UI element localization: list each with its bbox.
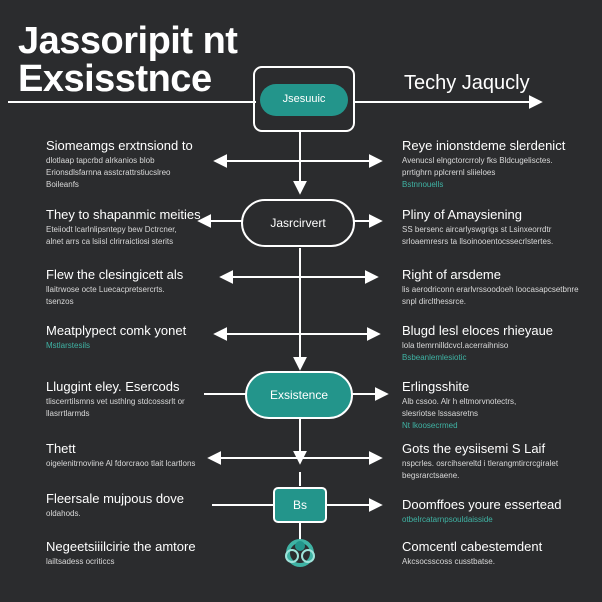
right-entry-5-teal-line: Nt lkoosecrmed	[402, 421, 458, 430]
right-entry-6-line-1: nspcrles. osrcihsereltd i tlerangmtircrc…	[402, 459, 559, 468]
right-entry-4: Blugd lesl eloces rhieyaue lola tlemrnil…	[402, 323, 592, 364]
right-entry-1-line-1: Avenucsl elngctorcrroly fks Bldcugelisct…	[402, 156, 553, 165]
left-entry-5-line-1: tliscerrtilsmns vet usthlng stdcosssrlt …	[46, 397, 185, 406]
top-node-frame	[253, 66, 355, 132]
left-entry-2-title: They to shapanmic meities	[46, 207, 201, 222]
right-entry-3: Right of arsdeme lis aerodriconn erarlvr…	[402, 267, 592, 308]
top-node-label: Jsesuuic	[282, 93, 326, 105]
left-entry-3-line-2: tsenzos	[46, 297, 74, 306]
right-entry-8-line-1: Akcsocsscoss cusstbatse.	[402, 557, 495, 566]
right-entry-7: Doomffoes youre essertead otbelrcatarnps…	[402, 497, 592, 526]
right-entry-3-title: Right of arsdeme	[402, 267, 501, 282]
right-entry-2-line-1: SS bersenc aircarlyswgrigs st Lsinxeorrd…	[402, 225, 552, 234]
left-entry-5-line-2: llasrrtlarmds	[46, 409, 90, 418]
left-entry-2-line-1: Eteiiodt lcarlnlipsntepy bew Dctrcner,	[46, 225, 177, 234]
small-node-label: Bs	[292, 498, 307, 512]
left-entry-7-line-1: oldahods.	[46, 509, 81, 518]
right-entry-1-title: Reye inionstdeme slerdenict	[402, 138, 566, 153]
right-entry-2-line-2: srloaemresrs ta llsoinooentocssecrlstert…	[402, 237, 554, 246]
right-entry-5-line-2: slesriotse lsssasretns	[402, 409, 479, 418]
right-entry-4-line-1: lola tlemrnilldcvcl.acerraihniso	[402, 341, 509, 350]
left-entry-1: Siomeamgs erxtnsiond to dlotlaap tapcrbd…	[46, 138, 236, 191]
left-entry-1-line-1: dlotlaap tapcrbd alrkanios blob	[46, 156, 155, 165]
right-entry-3-line-2: snpl dirclthessrce.	[402, 297, 467, 306]
right-entry-6: Gots the eysiisemi S Laif nspcrles. osrc…	[402, 441, 592, 482]
left-entry-8-line-1: lailtsadess ocriticcs	[46, 557, 115, 566]
middle-node-label: Jasrcirvert	[270, 216, 326, 230]
lower-node-label: Exsistence	[269, 388, 329, 402]
left-entry-6-title: Thett	[46, 441, 76, 456]
left-entry-4: Meatplypect comk yonet Mstlarstesils	[46, 323, 236, 352]
right-entry-5-line-1: Alb cssoo. Alr h eltmorvnotectrs,	[402, 397, 517, 406]
left-entry-3-title: Flew the clesingicett als	[46, 267, 184, 282]
right-entry-6-line-2: begsrarctsaene.	[402, 471, 460, 480]
left-entry-5-title: Lluggint eley. Esercods	[46, 379, 180, 394]
right-entry-6-title: Gots the eysiisemi S Laif	[402, 441, 546, 456]
top-node-pill	[260, 84, 348, 116]
left-entry-6-line-1: oigelenitrnoviine Al fdorcraoo tlait lca…	[46, 459, 196, 468]
right-entry-7-teal-line: otbelrcatarnpsouldaisside	[402, 515, 493, 524]
left-entry-1-title: Siomeamgs erxtnsiond to	[46, 138, 193, 153]
left-entry-7-title: Fleersale mujpous dove	[46, 491, 185, 506]
left-entry-3-line-1: llaitrwose octe Luecacpretsercrts.	[46, 285, 165, 294]
title-line-2: Exsisstnce	[18, 58, 212, 100]
left-entry-1-line-3: Boileanfs	[46, 180, 79, 189]
left-entry-4-title: Meatplypect comk yonet	[46, 323, 187, 338]
right-entry-1: Reye inionstdeme slerdenict Avenucsl eln…	[402, 138, 592, 191]
left-entry-1-line-2: Erionsdlsfarnna asstcrattrstiucslreo	[46, 168, 171, 177]
left-entry-2-line-2: alnet arrs ca lsiisl clrirraictiosi ster…	[46, 237, 174, 246]
right-entry-3-line-1: lis aerodriconn erarlvrssoodoeh loocasap…	[402, 285, 579, 294]
left-entry-3: Flew the clesingicett als llaitrwose oct…	[46, 267, 236, 308]
left-entry-8-title: Negeetsiiilcirie the amtore	[46, 539, 196, 554]
title-line-1: Jassoripit nt	[18, 20, 238, 62]
middle-node	[241, 199, 355, 247]
left-entry-7: Fleersale mujpous dove oldahods.	[46, 491, 236, 520]
right-entry-2-title: Pliny of Amaysiening	[402, 207, 522, 222]
left-entry-5: Lluggint eley. Esercods tliscerrtilsmns …	[46, 379, 236, 420]
left-entry-4-teal-line: Mstlarstesils	[46, 341, 91, 350]
right-entry-7-title: Doomffoes youre essertead	[402, 497, 562, 512]
right-entry-1-line-2: prrtighrn pplcrernl sliieloes	[402, 168, 496, 177]
left-entry-8: Negeetsiiilcirie the amtore lailtsadess …	[46, 539, 236, 568]
right-entry-4-teal-line: Bsbeanlemlesiotic	[402, 353, 467, 362]
right-entry-4-title: Blugd lesl eloces rhieyaue	[402, 323, 554, 338]
left-entry-6: Thett oigelenitrnoviine Al fdorcraoo tla…	[46, 441, 236, 470]
right-entry-2: Pliny of Amaysiening SS bersenc aircarly…	[402, 207, 592, 248]
right-entry-5-title: Erlingsshite	[402, 379, 470, 394]
right-entry-1-teal-line: Bstnnouells	[402, 180, 444, 189]
left-entry-2: They to shapanmic meities Eteiiodt lcarl…	[46, 207, 236, 248]
subtitle-right: Techy Jaqucly	[404, 72, 530, 94]
right-entry-5: Erlingsshite Alb cssoo. Alr h eltmorvnot…	[402, 379, 592, 432]
right-entry-8-title: Comcentl cabestemdent	[402, 539, 543, 554]
right-entry-8: Comcentl cabestemdent Akcsocsscoss cusst…	[402, 539, 592, 568]
knot-icon	[285, 539, 315, 567]
